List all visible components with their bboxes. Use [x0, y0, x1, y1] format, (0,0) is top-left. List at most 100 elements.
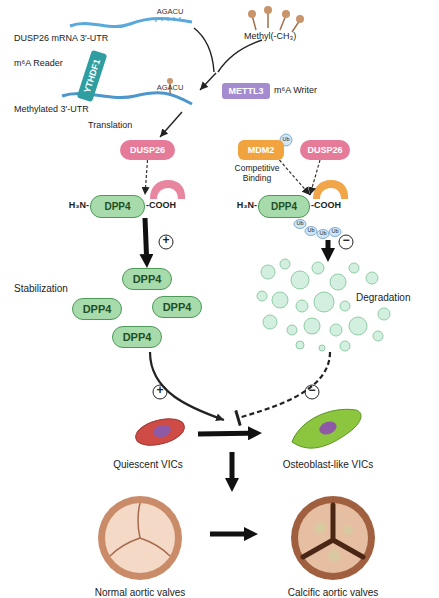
sign-circle	[339, 235, 353, 249]
sign-circle	[153, 235, 353, 399]
degradation-bubbles	[349, 317, 367, 335]
degradation-bubbles	[304, 318, 320, 334]
degradation-bubbles	[319, 345, 325, 351]
node-text: DUSP26	[307, 145, 342, 155]
degradation-bubbles	[378, 308, 390, 320]
ubiquitin-chain	[294, 220, 306, 229]
ubiquitin-label: Ub	[305, 227, 317, 233]
dpp4-protein: DPP4	[258, 195, 310, 218]
dashed-arrow	[310, 160, 320, 195]
sequence-text: AGACU	[150, 84, 190, 93]
calcific-valve	[303, 505, 363, 557]
cell-state: Quiescent VICs	[98, 412, 198, 470]
normal-valve	[98, 496, 182, 580]
ubiquitin-chain	[317, 230, 329, 239]
node-text: DPP4	[271, 201, 297, 212]
role-label: m⁶A Writer	[274, 85, 336, 95]
calcific-valve	[328, 550, 340, 562]
node-text: Normal aortic valves	[95, 587, 186, 598]
degradation-bubbles	[263, 315, 277, 329]
dpp4-protein: DPP4	[90, 195, 145, 218]
thick-arrow	[145, 218, 146, 254]
degradation-bubbles	[330, 324, 342, 336]
process-label: Stabilization	[14, 283, 94, 295]
progression-arrow	[230, 452, 235, 478]
process-label: Competitive Binding	[228, 164, 286, 184]
degradation-bubbles	[312, 262, 324, 274]
degradation-bubbles	[330, 274, 346, 290]
methyl-group-symbol	[282, 10, 290, 18]
dashed-arrow	[279, 160, 310, 195]
node-text: YTHDF1	[82, 58, 102, 94]
methyl-group-symbol	[252, 11, 300, 32]
node-text: METTL3	[229, 86, 264, 96]
methyl-group-symbol	[248, 10, 256, 18]
sequence-text: AGACU	[150, 8, 190, 17]
node-text: DPP4	[83, 303, 112, 315]
normal-valve	[110, 503, 170, 556]
quiescent-cell	[133, 414, 188, 450]
dusp26-protein: DUSP26	[120, 140, 175, 160]
sign-circle	[159, 235, 173, 249]
osteoblast-cell	[317, 419, 338, 436]
methyl-group-symbol	[248, 6, 304, 32]
process-label: Degradation	[356, 292, 436, 304]
inhibiting-line	[238, 352, 330, 418]
degradation-bubbles	[257, 291, 267, 301]
sign-symbol: +	[159, 234, 173, 248]
writer-protein: METTL3	[222, 83, 270, 99]
process-label: Translation	[88, 120, 148, 130]
degradation-bubbles	[257, 259, 390, 351]
node-text: Osteoblast-like VICs	[283, 459, 374, 470]
degradation-bubbles	[291, 271, 309, 289]
mrna-strand	[70, 17, 192, 27]
ubiquitin-chain	[305, 227, 317, 236]
degradation-bubbles	[287, 325, 297, 335]
degradation-bubbles	[340, 341, 350, 351]
promoting-arrow	[150, 352, 224, 420]
terminus-label: H₃N-	[56, 200, 89, 210]
valve-state: Normal aortic valves	[70, 494, 210, 598]
osteoblast-cell	[292, 409, 361, 448]
degradation-arrow	[326, 240, 331, 248]
translation-arrow	[160, 112, 182, 137]
ubiquitin-label: Ub	[329, 228, 341, 234]
dpp4-protein: DPP4	[112, 326, 162, 348]
mdm2-protein: MDM2	[238, 140, 284, 160]
valve-state: Calcific aortic valves	[258, 494, 408, 598]
ubiquitin-chain	[294, 220, 341, 239]
ubiquitin-label: Ub	[317, 230, 329, 236]
degradation-bubbles	[272, 292, 288, 308]
node-text: DPP4	[163, 301, 192, 313]
degradation-bubbles	[314, 292, 334, 312]
strand-label: Methylated 3'-UTR	[14, 104, 114, 114]
sign-circle	[305, 385, 319, 399]
terminus-label: -COOH	[146, 200, 186, 210]
role-label: m⁶A Reader	[14, 58, 76, 68]
dusp26-protein: DUSP26	[300, 140, 350, 160]
calcific-valve	[291, 496, 375, 580]
mdm2-binding-cap	[313, 180, 348, 199]
calcific-valve	[291, 496, 375, 580]
converging-arrow	[194, 28, 214, 72]
dpp4-protein: DPP4	[122, 268, 172, 290]
reader-protein: YTHDF1	[77, 50, 108, 102]
normal-valve	[98, 496, 182, 580]
node-text: DPP4	[104, 201, 130, 212]
node-text: DUSP26	[130, 145, 165, 155]
sign-symbol: −	[305, 384, 319, 398]
node-text: Quiescent VICs	[113, 459, 182, 470]
ubiquitin-label: Ub	[280, 136, 292, 142]
group-label: Methyl(-CH₃)	[244, 31, 324, 41]
terminus-label: -COOH	[311, 200, 351, 210]
node-text: MDM2	[248, 145, 275, 155]
thick-arrow	[210, 532, 244, 537]
dusp26-binding-cap	[150, 180, 185, 199]
sign-symbol: +	[153, 384, 167, 398]
ubiquitin-chain	[329, 228, 341, 237]
degradation-bubbles	[280, 259, 290, 269]
quiescent-cell	[152, 423, 172, 439]
node-text: Calcific aortic valves	[288, 587, 379, 598]
normal-valve	[105, 503, 175, 573]
